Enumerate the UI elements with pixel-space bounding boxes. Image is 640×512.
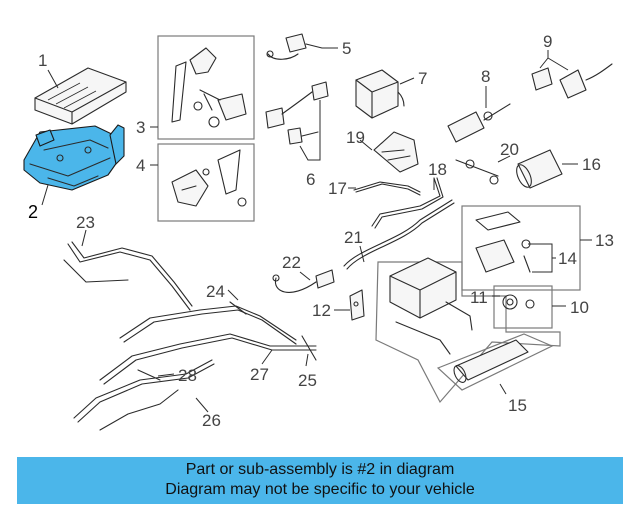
part-24-line[interactable]: [119, 301, 297, 345]
part-21-air-line[interactable]: [343, 199, 455, 270]
part-4-sensor-assembly[interactable]: [171, 149, 247, 207]
part-11-bushing[interactable]: [502, 294, 535, 310]
part-2-bracket-highlighted[interactable]: [23, 124, 125, 191]
leader-19: [359, 139, 373, 151]
leader-20: [497, 155, 511, 163]
callout-19[interactable]: 19: [346, 128, 365, 147]
part-14-valve-block[interactable]: [475, 211, 531, 273]
callout-5[interactable]: 5: [342, 39, 351, 58]
leader-21: [359, 245, 365, 263]
part-7-motor[interactable]: [355, 69, 405, 119]
leader-2: [41, 184, 49, 206]
leader-23: [81, 229, 87, 247]
callout-12[interactable]: 12: [312, 301, 331, 320]
callout-20[interactable]: 20: [500, 140, 519, 159]
part-8-key[interactable]: [447, 103, 511, 143]
part-1-control-module[interactable]: [34, 67, 127, 125]
callout-11[interactable]: 11: [470, 288, 488, 307]
part-17-18-air-lines[interactable]: [353, 177, 444, 229]
leader-22: [299, 271, 311, 281]
callout-10[interactable]: 10: [570, 298, 589, 317]
leader-26: [195, 397, 209, 413]
part-23-line[interactable]: [63, 241, 193, 311]
callout-1[interactable]: 1: [38, 51, 47, 70]
part-compressor-assembly[interactable]: [389, 257, 473, 355]
part-9-sensors[interactable]: [531, 63, 613, 99]
part-26-28-lines[interactable]: [73, 359, 215, 431]
callout-28[interactable]: 28: [178, 366, 197, 385]
box-15: [436, 333, 554, 391]
banner-line-1: Part or sub-assembly is #2 in diagram: [185, 461, 455, 478]
leader-25: [305, 353, 309, 367]
part-5-connector[interactable]: [266, 33, 323, 60]
callout-22[interactable]: 22: [282, 253, 301, 272]
callout-24[interactable]: 24: [206, 282, 225, 301]
leader-7: [399, 77, 415, 85]
callout-8[interactable]: 8: [481, 67, 490, 86]
box-13: [461, 205, 581, 291]
callout-25[interactable]: 25: [298, 371, 317, 390]
part-25-27-lines[interactable]: [99, 333, 317, 385]
part-20-fitting[interactable]: [455, 159, 499, 185]
callout-2[interactable]: 2: [28, 202, 38, 222]
leader-28: [157, 373, 175, 377]
leader-27: [261, 349, 273, 365]
callout-13[interactable]: 13: [595, 231, 614, 250]
callout-9[interactable]: 9: [543, 32, 552, 51]
callout-27[interactable]: 27: [250, 365, 269, 384]
leader-1: [47, 69, 59, 89]
callout-23[interactable]: 23: [76, 213, 95, 232]
callout-14[interactable]: 14: [558, 249, 577, 268]
box-3: [157, 35, 255, 140]
leader-6: [299, 100, 321, 161]
leader-15: [499, 383, 507, 395]
part-19-bracket[interactable]: [373, 131, 419, 173]
leader-9: [539, 50, 569, 71]
part-15-reservoir[interactable]: [452, 339, 529, 384]
callout-16[interactable]: 16: [582, 155, 601, 174]
part-22-sensor-wire[interactable]: [272, 269, 335, 293]
part-6-harness[interactable]: [265, 81, 329, 145]
callout-7[interactable]: 7: [418, 69, 427, 88]
callout-21[interactable]: 21: [344, 228, 363, 247]
box-10: [493, 285, 553, 329]
callout-15[interactable]: 15: [508, 396, 527, 415]
part-16-canister[interactable]: [514, 149, 563, 189]
part-12-bracket[interactable]: [349, 289, 365, 321]
callout-17[interactable]: 17: [328, 179, 347, 198]
box-4: [157, 143, 255, 222]
callout-6[interactable]: 6: [306, 170, 315, 189]
part-3-height-sensor[interactable]: [171, 47, 247, 128]
leader-14: [528, 243, 556, 273]
box-compressor-assembly: [375, 261, 561, 404]
leader-24: [227, 289, 239, 301]
callout-26[interactable]: 26: [202, 411, 221, 430]
banner-line-2: Diagram may not be specific to your vehi…: [165, 481, 475, 498]
callout-18[interactable]: 18: [428, 160, 447, 179]
callout-4[interactable]: 4: [136, 156, 145, 175]
callout-3[interactable]: 3: [136, 118, 145, 137]
info-banner: Part or sub-assembly is #2 in diagram Di…: [17, 457, 623, 504]
